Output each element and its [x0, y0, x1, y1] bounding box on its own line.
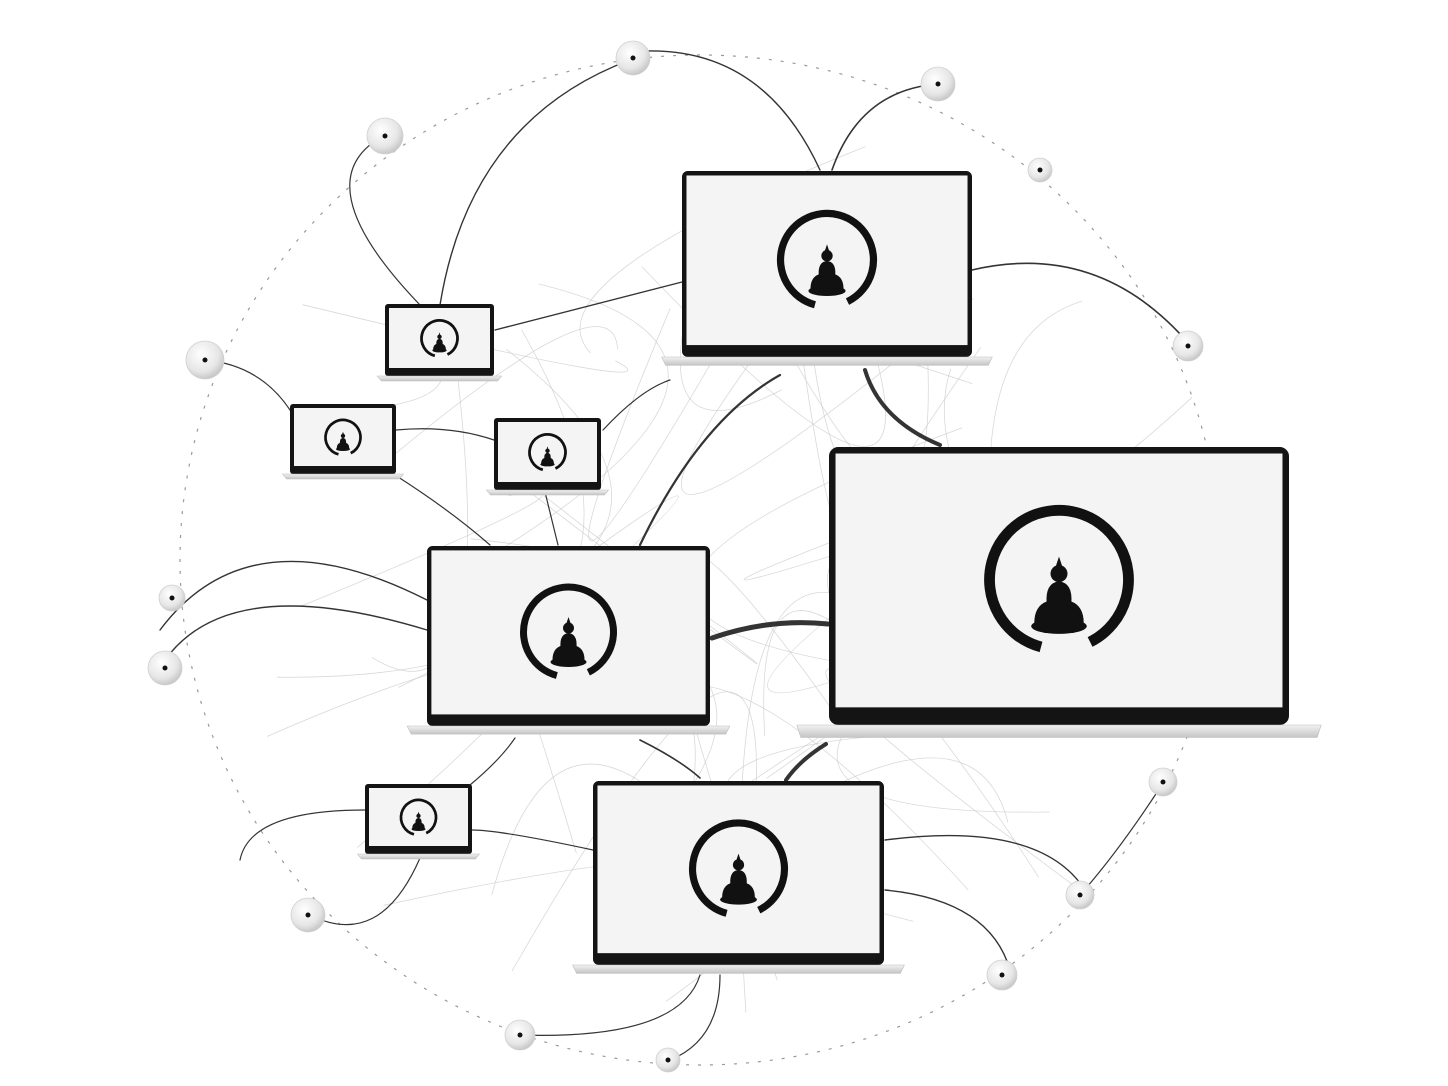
network-node	[1065, 880, 1095, 910]
connection-line	[784, 742, 828, 782]
mesh-line	[681, 298, 974, 495]
laptop-base	[376, 375, 503, 382]
network-node	[986, 959, 1018, 991]
connection-line	[629, 50, 821, 171]
laptop-small-4	[356, 784, 481, 860]
connection-line	[349, 134, 421, 306]
laptop-base	[406, 725, 731, 735]
connection-line	[469, 737, 516, 786]
connection-line	[494, 281, 683, 331]
connection-line	[395, 428, 495, 441]
connection-line	[669, 974, 721, 1061]
connection-lines	[159, 50, 1191, 1061]
connection-line	[638, 373, 782, 547]
laptop-base	[796, 724, 1322, 738]
laptop-base	[572, 964, 905, 974]
network-nodes	[147, 40, 1204, 1073]
laptop-small-2	[281, 404, 405, 480]
connection-line	[164, 605, 428, 661]
network-node	[147, 650, 183, 686]
network-node	[1148, 767, 1178, 797]
laptop-small-1	[376, 304, 503, 382]
laptop-base	[485, 489, 610, 496]
connection-line	[863, 368, 942, 447]
connection-line	[519, 974, 701, 1036]
network-node	[655, 1047, 681, 1073]
laptop-center	[406, 546, 731, 735]
connection-line	[639, 739, 701, 779]
laptops	[281, 171, 1322, 974]
mesh-line	[763, 610, 1040, 878]
connection-line	[1079, 779, 1166, 896]
mesh-line	[394, 326, 618, 455]
mesh-line	[588, 276, 762, 541]
mesh-line	[472, 283, 669, 567]
connection-line	[884, 834, 1086, 891]
connection-line	[709, 620, 831, 641]
laptop-base	[661, 356, 993, 366]
laptop-small-3	[485, 418, 610, 496]
laptop-bottom	[572, 781, 905, 974]
laptop-base	[281, 473, 405, 480]
network-node	[1027, 157, 1053, 183]
laptop-base	[356, 853, 481, 860]
laptop-large-right	[796, 447, 1322, 738]
connection-line	[309, 857, 421, 926]
network-node	[1172, 330, 1204, 362]
network-node	[290, 897, 326, 933]
network-node	[504, 1019, 536, 1051]
connection-line	[884, 889, 1011, 971]
connection-line	[971, 262, 1191, 346]
network-node	[366, 117, 404, 155]
connection-line	[544, 491, 559, 546]
connection-line	[471, 829, 594, 851]
connection-line	[159, 560, 428, 631]
connection-line	[239, 809, 366, 861]
network-node	[185, 340, 225, 380]
network-node	[615, 40, 651, 76]
connection-line	[831, 83, 939, 171]
laptop-top	[661, 171, 993, 366]
network-node	[158, 584, 186, 612]
connection-line	[394, 474, 491, 546]
network-node	[920, 66, 956, 102]
connection-line	[602, 379, 671, 431]
connection-line	[439, 59, 631, 306]
